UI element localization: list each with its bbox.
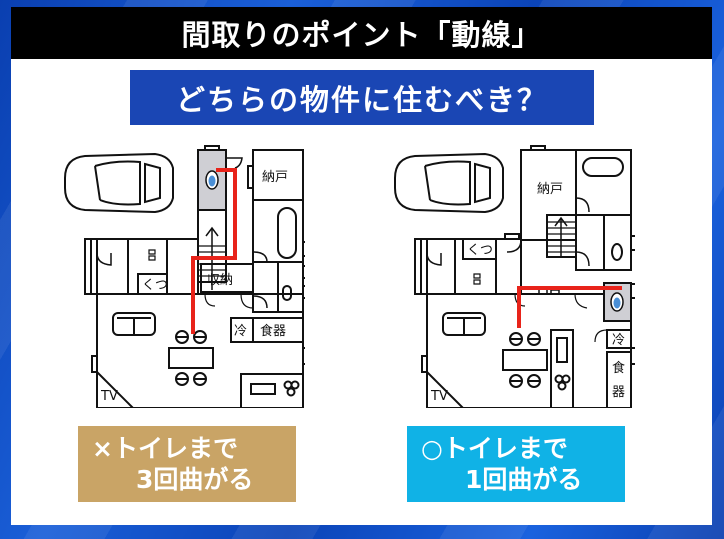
cupboard-label-1: 食 [612, 360, 625, 376]
car-icon [64, 152, 174, 214]
fridge-label: 冷 [612, 333, 625, 348]
car-icon [394, 152, 504, 214]
fridge-label: 冷 [234, 324, 247, 339]
page-title: 間取りのポイント「動線」 [11, 7, 712, 59]
floor-plan-bad: 納戸 収納 くつ 冷 食器 TV [64, 145, 305, 408]
cupboard-label-2: 器 [612, 385, 625, 400]
tv-label: TV [430, 389, 448, 404]
question-banner: どちらの物件に住むべき？ [130, 70, 594, 125]
tv-label: TV [100, 389, 118, 404]
shoe-box-label: くつ [142, 278, 168, 293]
toilet-room [197, 149, 227, 211]
label-line2: 3回曲がる [136, 465, 254, 494]
cross-mark-icon: × [92, 434, 113, 463]
good-plan-label: ○トイレまで 1回曲がる [407, 426, 625, 502]
route-line [517, 286, 622, 328]
floor-plan-good: 納戸 くつ 冷 食 器 TV [394, 145, 635, 408]
content-panel: 間取りのポイント「動線」 どちらの物件に住むべき？ [11, 7, 712, 525]
closet-label: 収納 [207, 273, 233, 288]
cupboard-label: 食器 [260, 323, 286, 339]
label-line1: トイレまで [112, 434, 238, 463]
bad-plan-label: ×トイレまで 3回曲がる [78, 426, 296, 502]
storage-label: 納戸 [262, 170, 288, 185]
storage-label: 納戸 [537, 182, 563, 197]
circle-mark-icon: ○ [421, 434, 443, 463]
route-line [191, 168, 237, 334]
label-line2: 1回曲がる [465, 465, 583, 494]
label-line1: トイレまで [442, 434, 568, 463]
shoe-box-label: くつ [467, 243, 493, 258]
